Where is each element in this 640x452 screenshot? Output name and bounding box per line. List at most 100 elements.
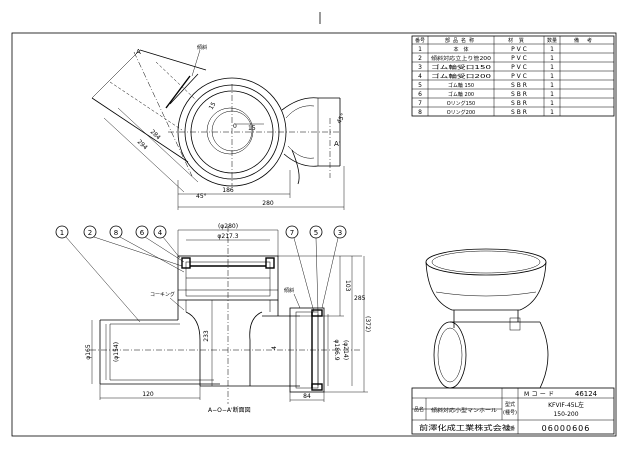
parts-table: 番号 部品名称 材質 数量 備考 1 本 体 P V C 1 2 傾斜対応立上り… [411,35,615,117]
svg-text:ゴム輪受口150: ゴム輪受口150 [431,64,491,71]
dim-120: 120 [142,391,154,398]
iso-pipe-end [433,321,467,389]
svg-text:7: 7 [290,229,294,237]
section-incline-label: 傾斜 [284,287,294,294]
svg-text:1: 1 [550,109,554,116]
dim-84: 84 [303,393,311,400]
table-row: 6 ゴム輪 200 S B R 1 [418,91,554,98]
dim-217: φ217.3 [217,233,238,240]
svg-text:1: 1 [550,100,554,107]
dim-line-294 [103,117,185,193]
table-header-material: 材質 [508,37,530,44]
svg-text:5: 5 [418,82,422,89]
title-block: Mコード 46124 品名 傾斜対応小型マンホール 型式 (種号) KFVIF-… [411,387,615,435]
svg-text:1: 1 [418,46,422,53]
svg-text:P V C: P V C [511,46,527,53]
svg-text:3: 3 [338,229,342,237]
svg-text:1: 1 [550,64,554,71]
dim-233: 233 [203,330,210,342]
model-label-2: (種号) [503,409,517,416]
svg-text:ゴム輪 150: ゴム輪 150 [448,82,474,89]
table-row: 8 Oリング200 S B R 1 [418,109,554,116]
model-value-2: 150-200 [553,411,578,418]
balloon-7: 7 [285,225,315,313]
dim-1869: φ186.9 [333,339,340,360]
dim-0: 0 [233,123,237,130]
svg-text:本 体: 本 体 [453,46,468,53]
table-row: 2 傾斜対応立上り管200 P V C 1 [418,55,554,62]
dim-294: 294 [136,138,149,151]
iso-top-rim-inner [431,250,541,274]
svg-text:S B R: S B R [511,109,527,116]
table-row: 3 ゴム輪受口150 P V C 1 [418,64,554,71]
svg-text:P V C: P V C [511,55,527,62]
balloon-6: 6 [135,225,185,263]
svg-text:8: 8 [418,109,422,116]
iso-socket-bowl [425,261,547,311]
section-view: (φ280) φ217.3 103 285 (372) 233 φ165 (φ1… [55,223,371,414]
svg-text:S B R: S B R [511,82,527,89]
inclined-inlet-pipe [91,49,207,177]
dim-line-284 [117,107,199,183]
sheet-border [11,32,617,437]
outlet-socket [289,307,325,393]
name-label: 品名 [414,406,424,413]
section-letter-a: A [136,48,141,56]
dim-165: φ165 [85,344,92,360]
svg-text:3: 3 [418,64,422,71]
balloon-8: 8 [109,225,185,273]
svg-text:4: 4 [158,229,163,237]
balloon-2: 2 [83,225,183,267]
svg-text:Oリング150: Oリング150 [447,100,475,107]
balloon-5: 5 [309,225,323,313]
balloon-3: 3 [321,225,347,309]
svg-text:1: 1 [550,55,554,62]
svg-text:1: 1 [60,229,64,237]
table-header-qty: 数量 [547,37,557,44]
drawing-no-label: 図番 [505,425,515,432]
iso-top-rim [425,248,547,276]
svg-text:S B R: S B R [511,100,527,107]
svg-text:1: 1 [550,73,554,80]
table-row: 4 ゴム輪受口200 P V C 1 [418,73,554,80]
section-letter-a2: A' [334,140,341,148]
table-row: 7 Oリング150 S B R 1 [418,100,554,107]
table-row: 5 ゴム輪 150 S B R 1 [418,82,554,89]
svg-text:ゴム輪受口200: ゴム輪受口200 [431,73,491,80]
svg-text:ゴム輪 200: ゴム輪 200 [448,91,474,98]
svg-text:P V C: P V C [511,64,527,71]
riser-body [177,300,300,387]
name-value: 傾斜対応小型マンホール [431,407,497,414]
dim-280: 280 [262,200,274,207]
dim-15a: 15 [208,101,218,111]
company-name: 前澤化成工業株式会社 [419,423,511,432]
table-header-name: 部品名称 [445,37,477,44]
svg-text:6: 6 [418,91,422,98]
dim-103: 103 [344,280,351,292]
table-header-note: 備考 [574,37,600,44]
svg-text:傾斜対応立上り管200: 傾斜対応立上り管200 [431,55,491,62]
table-header-no: 番号 [415,37,425,44]
incline-leader [191,49,201,77]
svg-text:7: 7 [418,100,422,107]
svg-text:1: 1 [550,91,554,98]
svg-text:1: 1 [550,46,554,53]
svg-text:2: 2 [88,229,92,237]
balloon-1: 1 [55,225,141,323]
mcode-label: Mコード [524,391,554,398]
caulking-label: コーキング [150,291,175,298]
svg-text:2: 2 [418,55,422,62]
seat-circle-inner [211,110,253,152]
seat-circle [206,107,254,155]
dim-4: 4 [271,346,278,350]
incline-hatch-mark [165,75,191,109]
svg-text:6: 6 [140,229,145,237]
inner-bore-circle [190,90,274,174]
svg-text:5: 5 [314,229,318,237]
drawing-no-value: 06000606 [542,424,591,433]
svg-text:4: 4 [418,73,422,80]
iso-outlet-stub [509,317,521,331]
mcode-value: 46124 [575,390,598,398]
svg-text:8: 8 [114,229,118,237]
